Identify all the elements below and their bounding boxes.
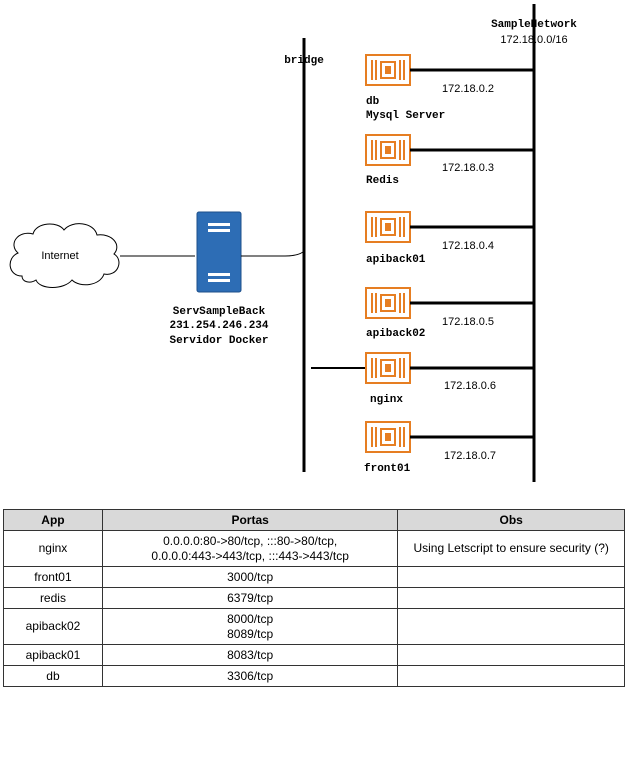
container-chip-icon [365,54,411,86]
container-ip: 172.18.0.7 [444,450,496,462]
cell-obs [397,608,625,645]
container-chip-icon [365,211,411,243]
cell-obs [397,587,625,609]
port-line: 8000/tcp [227,611,274,626]
table-header-row: App Portas Obs [3,509,625,531]
cell-app: redis [3,587,103,609]
container-chip-icon [365,287,411,319]
container-chip-icon [365,134,411,166]
container-chip-icon [365,421,411,453]
ports-table: App Portas Obs nginx 0.0.0.0:80->80/tcp,… [3,509,625,687]
port-line: 0.0.0.0:443->443/tcp, :::443->443/tcp [151,548,349,563]
table-row: front01 3000/tcp [3,566,625,588]
server-tower-icon [196,211,242,293]
container-ip: 172.18.0.4 [442,240,494,252]
table-row: nginx 0.0.0.0:80->80/tcp, :::80->80/tcp,… [3,530,625,567]
container-subtitle: Mysql Server [366,110,445,122]
header-ports: Portas [101,509,399,531]
container-apiback02: 172.18.0.5 apiback02 [365,287,533,340]
container-chip-icon [365,352,411,384]
table-row: redis 6379/tcp [3,587,625,609]
cell-app: apiback01 [3,644,103,666]
container-db: 172.18.0.2 db Mysql Server [365,54,533,122]
cloud-icon [9,223,120,288]
cell-app: db [3,665,103,687]
container-name: apiback02 [366,328,425,340]
server-role: Servidor Docker [169,335,268,347]
port-line: 0.0.0.0:80->80/tcp, :::80->80/tcp, [163,533,338,548]
table-row: apiback02 8000/tcp 8089/tcp [3,608,625,645]
container-nginx: 172.18.0.6 nginx [365,352,533,406]
container-ip: 172.18.0.3 [442,162,494,174]
container-front01: 172.18.0.7 front01 [364,421,533,475]
server-ip: 231.254.246.234 [169,320,268,332]
container-ip: 172.18.0.5 [442,316,494,328]
sample-network-subnet: 172.18.0.0/16 [500,34,567,46]
cell-ports: 3000/tcp [101,566,399,588]
cell-obs [397,644,625,666]
port-line: 8089/tcp [227,626,274,641]
cell-ports: 0.0.0.0:80->80/tcp, :::80->80/tcp, 0.0.0… [101,530,399,567]
cell-ports: 8000/tcp 8089/tcp [101,608,399,645]
sample-network-label: SampleNetwork [491,19,577,31]
network-diagram: SampleNetwork 172.18.0.0/16 bridge Inter… [9,4,577,482]
container-apiback01: 172.18.0.4 apiback01 [365,211,533,266]
container-name: nginx [370,394,403,406]
container-name: front01 [364,463,411,475]
cell-obs [397,566,625,588]
container-name: db [366,96,380,108]
container-ip: 172.18.0.6 [444,380,496,392]
cell-obs [397,665,625,687]
cell-ports: 3306/tcp [101,665,399,687]
bridge-label: bridge [284,55,324,67]
container-name: Redis [366,175,399,187]
header-obs: Obs [397,509,625,531]
cell-ports: 8083/tcp [101,644,399,666]
cell-app: nginx [3,530,103,567]
internet-label: Internet [41,250,78,262]
container-ip: 172.18.0.2 [442,83,494,95]
cell-app: front01 [3,566,103,588]
table-row: db 3306/tcp [3,665,625,687]
header-app: App [3,509,103,531]
cell-app: apiback02 [3,608,103,645]
container-name: apiback01 [366,254,426,266]
server-bridge-link [241,251,304,257]
container-redis: 172.18.0.3 Redis [365,134,533,187]
cell-obs: Using Letscript to ensure security (?) [397,530,625,567]
server-name: ServSampleBack [173,306,266,318]
table-row: apiback01 8083/tcp [3,644,625,666]
cell-ports: 6379/tcp [101,587,399,609]
